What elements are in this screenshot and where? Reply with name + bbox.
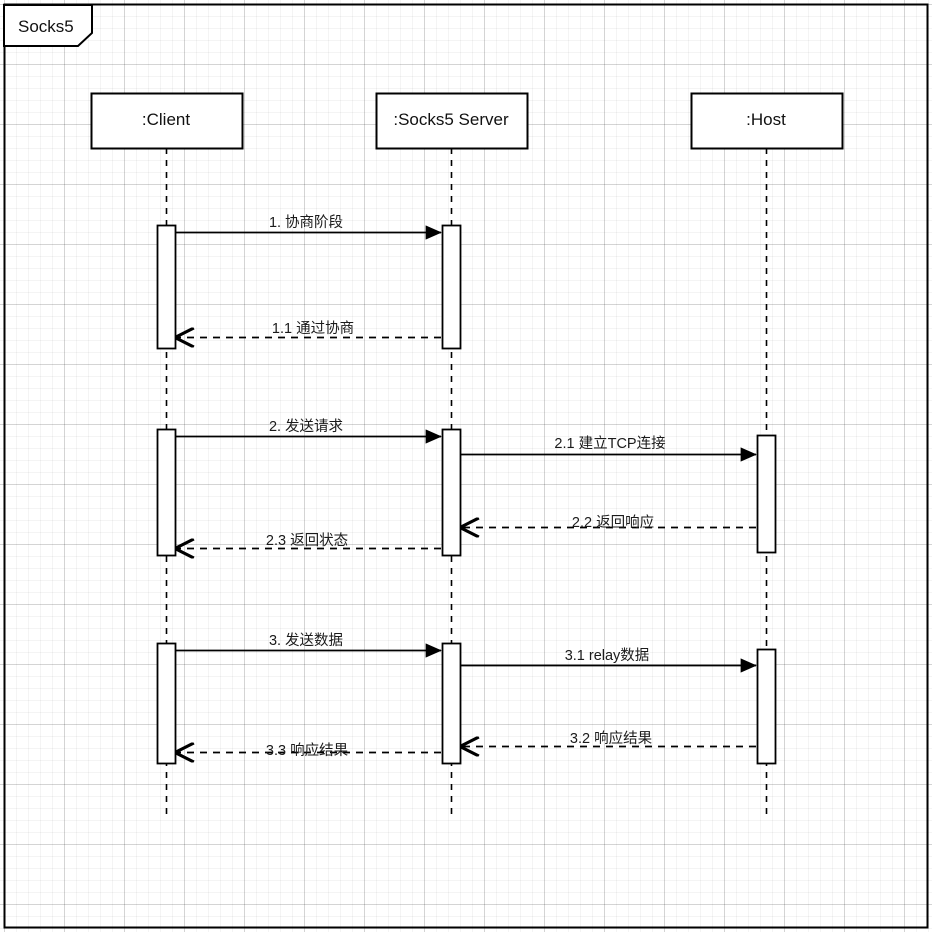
frame-label-pentagon bbox=[3, 4, 93, 47]
activation-bar-host-act-2[interactable] bbox=[756, 434, 777, 554]
activation-bar-client-act-1[interactable] bbox=[156, 224, 177, 350]
lifeline-title-host: :Host bbox=[746, 109, 786, 129]
message-label-m3_3: 3.3 响应结果 bbox=[265, 743, 349, 759]
activation-bar-server-act-2[interactable] bbox=[441, 428, 462, 557]
lifeline-host bbox=[690, 92, 844, 818]
message-layer bbox=[176, 225, 757, 753]
lifeline-head-box-client[interactable] bbox=[90, 92, 244, 150]
lifeline-head-box-server[interactable] bbox=[375, 92, 529, 150]
message-label-m3: 3. 发送数据 bbox=[268, 633, 344, 649]
lifeline-title-server: :Socks5 Server bbox=[393, 109, 509, 129]
activation-bar-server-act-1[interactable] bbox=[441, 224, 462, 350]
activation-bar-client-act-3[interactable] bbox=[156, 642, 177, 765]
activation-bar-client-act-2[interactable] bbox=[156, 428, 177, 557]
lifeline-head-box-host[interactable] bbox=[690, 92, 844, 150]
lifeline-layer bbox=[90, 92, 844, 818]
message-label-m2: 2. 发送请求 bbox=[268, 419, 344, 435]
activation-bar-server-act-3[interactable] bbox=[441, 642, 462, 765]
activation-layer bbox=[156, 224, 777, 765]
message-label-m1: 1. 协商阶段 bbox=[268, 215, 344, 231]
message-label-m3_2: 3.2 响应结果 bbox=[569, 731, 653, 747]
message-label-m2_1: 2.1 建立TCP连接 bbox=[554, 436, 666, 452]
message-label-m2_2: 2.2 返回响应 bbox=[571, 515, 655, 531]
message-label-m1_1: 1.1 通过协商 bbox=[271, 321, 355, 337]
message-label-m2_3: 2.3 返回状态 bbox=[265, 533, 349, 549]
message-label-m3_1: 3.1 relay数据 bbox=[564, 648, 650, 664]
activation-bar-host-act-3[interactable] bbox=[756, 648, 777, 765]
lifeline-title-client: :Client bbox=[141, 109, 191, 129]
diagram-frame bbox=[3, 3, 929, 929]
frame-label-text: Socks5 bbox=[18, 17, 74, 36]
